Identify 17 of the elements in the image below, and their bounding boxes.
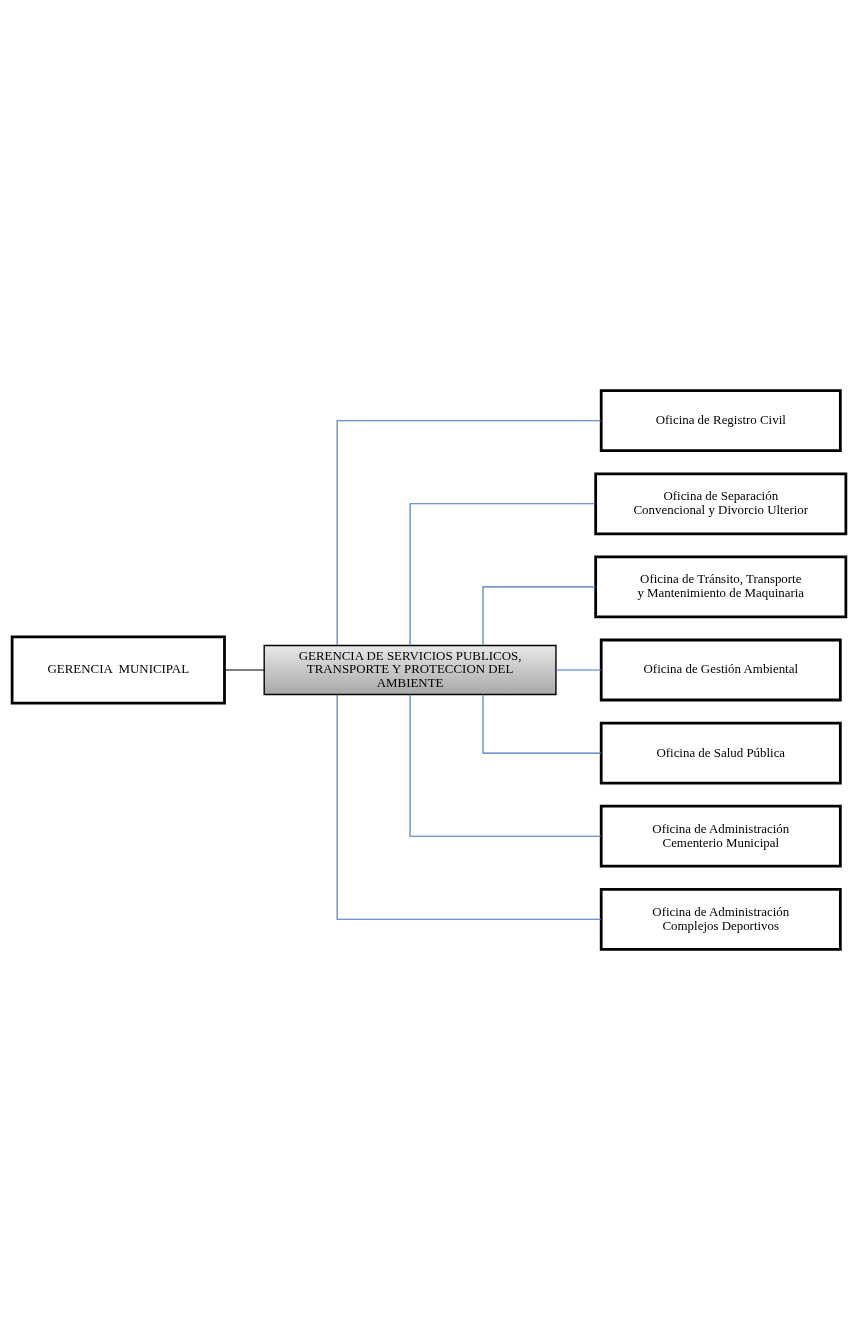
connector	[555, 669, 602, 671]
node-box: Oficina de Gestión Ambiental	[599, 638, 842, 702]
node-box: Oficina de Tránsito, Transporte y Mantenimiento de Maquinaria	[594, 555, 848, 619]
node-box: Oficina de Administración Complejos Deportivos	[599, 887, 842, 951]
connector	[482, 586, 597, 647]
connector	[409, 693, 602, 837]
connector	[336, 694, 602, 920]
node-box: Oficina de Administración Cementerio Municipal	[599, 804, 842, 868]
node-box: GERENCIA DE SERVICIOS PUBLICOS, TRANSPORTE Y PROTECCION DEL AMBIENTE	[263, 644, 557, 696]
connector	[224, 669, 265, 671]
node-box: Oficina de Registro Civil	[599, 389, 842, 453]
node-box: Oficina de Separación Convencional y Divorcio Ulterior	[594, 472, 848, 536]
node-box: GERENCIA MUNICIPAL	[10, 635, 226, 705]
connector	[482, 693, 602, 754]
connector	[409, 503, 596, 647]
connector	[336, 420, 602, 646]
node-box: Oficina de Salud Pública	[599, 721, 842, 785]
